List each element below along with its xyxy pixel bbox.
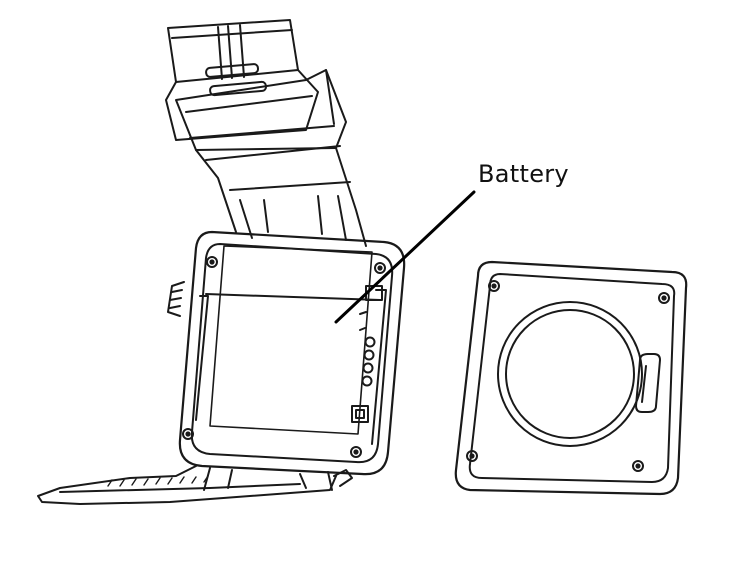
callout-leader-line	[334, 190, 476, 324]
watch-body-open	[167, 230, 406, 476]
battery	[205, 245, 381, 435]
battery-callout-label: Battery	[478, 160, 569, 188]
lower-strap	[37, 465, 353, 505]
back-cover	[454, 260, 688, 496]
upper-strap	[165, 19, 367, 247]
